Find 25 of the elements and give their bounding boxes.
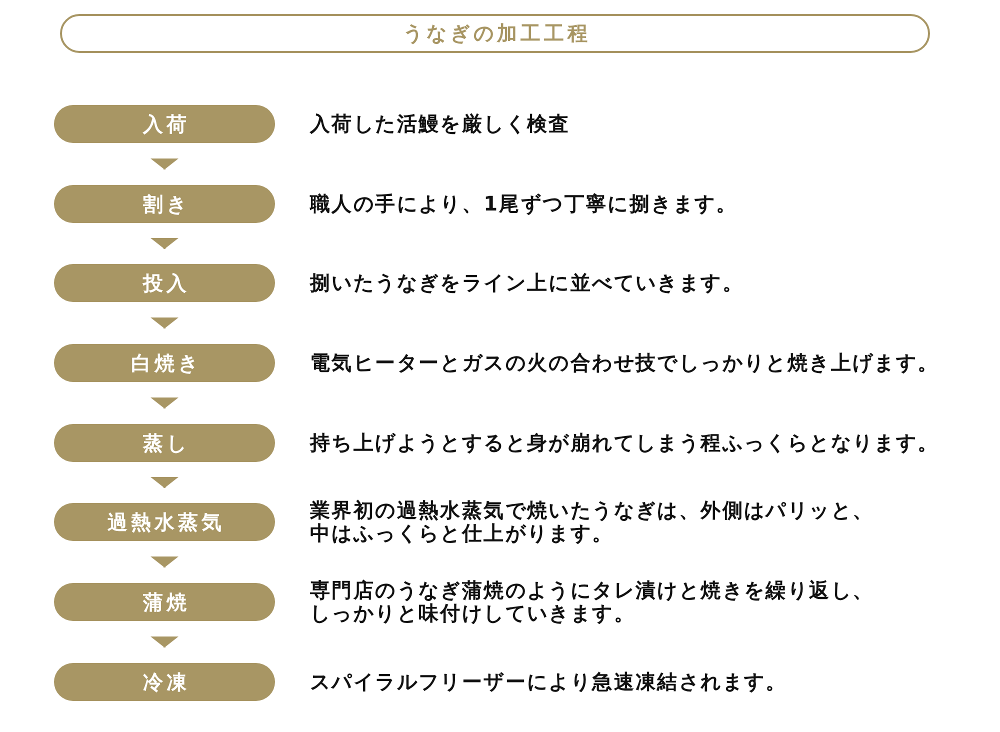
title-text: うなぎの加工工程 (402, 20, 591, 47)
step-label: 投入 (142, 271, 190, 295)
step-description: 捌いたうなぎをライン上に並べていきます。 (310, 272, 744, 294)
step-description: 専門店のうなぎ蒲焼のようにタレ漬けと焼きを繰り返し、しっかりと味付けしていきます。 (310, 579, 876, 625)
step-description: スパイラルフリーザーにより急速凍結されます。 (310, 670, 788, 694)
step-label: 白焼き (131, 351, 202, 375)
process-pill (54, 503, 275, 541)
step-label: 蒲焼 (142, 590, 190, 614)
step-label: 過熱水蒸気 (108, 510, 225, 534)
step-description: 電気ヒーターとガスの火の合わせ技でしっかりと焼き上げます。 (310, 352, 940, 374)
step-label: 入荷 (142, 112, 190, 136)
process-pill (54, 264, 275, 302)
step-description: 職人の手により、1尾ずつ丁寧に捌きます。 (310, 192, 738, 216)
process-pill (54, 663, 275, 701)
step-label: 割き (142, 192, 190, 216)
step-description: 業界初の過熱水蒸気で焼いたうなぎは、外側はパリッと、中はふっくらと仕上がります。 (310, 499, 876, 545)
process-pill (54, 424, 275, 462)
step-label: 蒸し (142, 431, 190, 455)
process-pill (54, 344, 275, 382)
step-label: 冷凍 (142, 670, 190, 694)
process-pill (54, 583, 275, 621)
step-description: 持ち上げようとすると身が崩れてしまう程ふっくらとなります。 (310, 432, 940, 454)
process-pill (54, 185, 275, 223)
step-description: 入荷した活鰻を厳しく検査 (310, 112, 570, 136)
process-pill (54, 105, 275, 143)
